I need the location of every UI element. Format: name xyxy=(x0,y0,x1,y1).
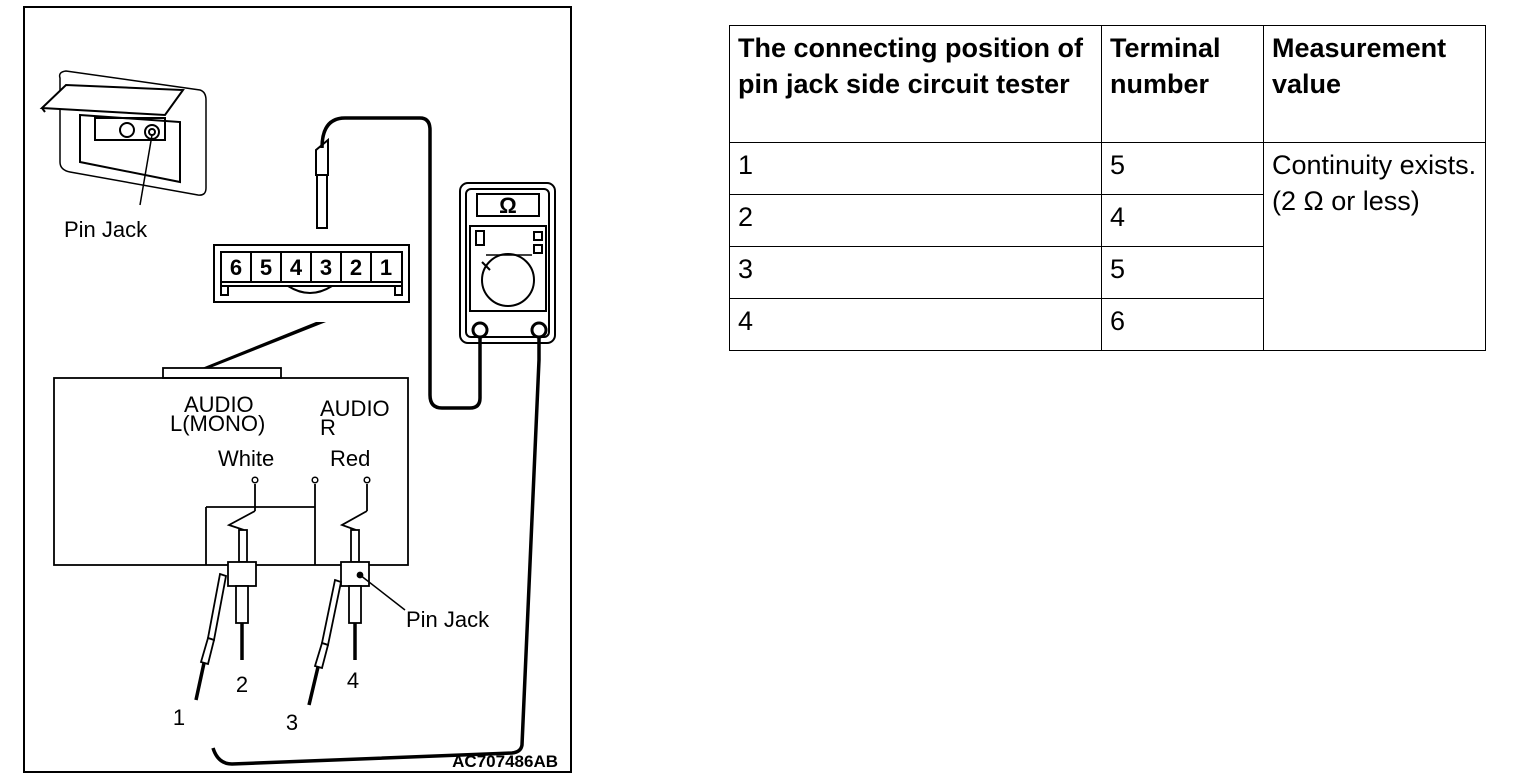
table-row: 3 5 xyxy=(729,246,1486,299)
probe-label-1: 1 xyxy=(173,705,185,730)
bottom-pin-jack-label: Pin Jack xyxy=(406,607,490,632)
header-measurement: Measurement value xyxy=(1263,25,1486,143)
position-cell: 4 xyxy=(729,298,1102,351)
measurement-table: The connecting position of pin jack side… xyxy=(729,25,1486,351)
position-cell: 1 xyxy=(729,142,1102,195)
pin-jack-sketch xyxy=(39,70,207,206)
connector-probe xyxy=(315,137,329,229)
probe-labels: 1 2 3 4 xyxy=(173,668,359,735)
white-label: White xyxy=(218,446,274,471)
terminal-3: 3 xyxy=(320,255,332,280)
terminal-1: 1 xyxy=(380,255,392,280)
table-header-row: The connecting position of pin jack side… xyxy=(729,25,1486,143)
top-pin-jack-label: Pin Jack xyxy=(64,217,148,242)
terminal-5: 5 xyxy=(260,255,272,280)
terminal-cell: 5 xyxy=(1101,142,1264,195)
audio-left-sublabel: L(MONO) xyxy=(170,411,265,436)
terminal-2: 2 xyxy=(350,255,362,280)
loose-probes xyxy=(194,572,343,706)
terminal-cell: 4 xyxy=(1101,194,1264,247)
audio-left-label: AUDIO xyxy=(184,392,254,417)
table-row: 4 6 xyxy=(729,298,1486,351)
connector xyxy=(213,244,410,303)
ohm-symbol: Ω xyxy=(499,193,517,218)
terminal-cell: 6 xyxy=(1101,298,1264,351)
terminal-dots xyxy=(251,476,371,484)
probe-label-2: 2 xyxy=(236,672,248,697)
table-row: 2 4 xyxy=(729,194,1486,247)
probe-label-4: 4 xyxy=(347,668,359,693)
connector-pointer xyxy=(202,322,326,368)
table-row: 1 5 Continuity exists. (2 Ω or less) xyxy=(729,142,1486,351)
terminal-4: 4 xyxy=(290,255,303,280)
audio-labels: AUDIO L(MONO) AUDIO R White Red xyxy=(170,392,390,471)
header-position: The connecting position of pin jack side… xyxy=(729,25,1102,143)
position-cell: 3 xyxy=(729,246,1102,299)
position-cell: 2 xyxy=(729,194,1102,247)
figure-frame xyxy=(23,6,572,773)
red-label: Red xyxy=(330,446,370,471)
probe-label-3: 3 xyxy=(286,710,298,735)
multimeter xyxy=(459,182,556,344)
audio-right-label: AUDIO xyxy=(320,396,390,421)
right-jack xyxy=(340,529,406,660)
measurement-cell: Continuity exists. (2 Ω or less) xyxy=(1263,142,1486,351)
wiring-diagram: Pin Jack 6 5 4 3 2 1 xyxy=(23,6,572,773)
terminal-cell: 5 xyxy=(1101,246,1264,299)
connector-terminal-numbers: 6 5 4 3 2 1 xyxy=(230,255,392,280)
figure-code: AC707486AB xyxy=(452,752,558,771)
left-jack xyxy=(227,529,257,660)
terminal-6: 6 xyxy=(230,255,242,280)
header-terminal: Terminal number xyxy=(1101,25,1264,143)
audio-right-sublabel: R xyxy=(320,415,336,440)
test-leads xyxy=(211,116,541,766)
